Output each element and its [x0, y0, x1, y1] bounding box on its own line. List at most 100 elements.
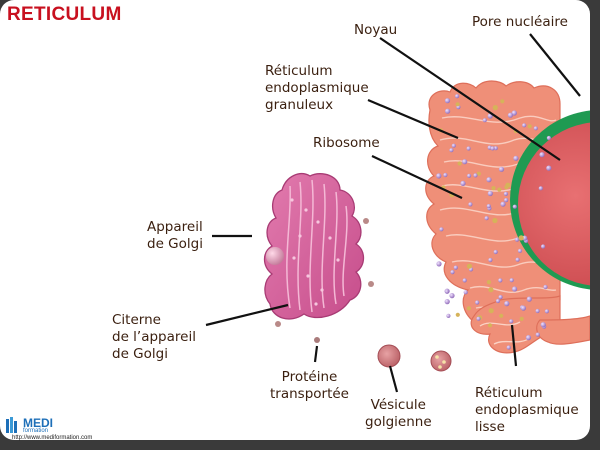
ribosome-dot — [527, 124, 532, 129]
ribosome-dot — [500, 99, 505, 104]
ribosome-dot — [450, 270, 455, 275]
ribosome-dot — [520, 305, 527, 311]
ribosome-dot — [487, 323, 493, 328]
ribosome-dot — [443, 172, 448, 178]
ribosome-dot — [511, 110, 517, 116]
ribosome-dot — [509, 319, 514, 324]
ribosome-dot — [436, 173, 442, 179]
ribosome-dot — [492, 217, 498, 224]
leader-ribosome — [371, 155, 463, 199]
label-vesicule-golgienne: Vésicule golgienne — [365, 397, 432, 430]
label-noyau: Noyau — [354, 22, 398, 38]
label-pore-nucleaire: Pore nucléaire — [472, 14, 568, 30]
ribosome-dot — [517, 248, 523, 253]
ribosome-dot — [504, 198, 509, 203]
ribosome-dot — [445, 108, 451, 114]
ribosome-dot — [513, 155, 519, 161]
ribosome-dot — [535, 332, 540, 337]
ribosome-dot — [455, 94, 460, 99]
ribosome-dot — [526, 296, 532, 302]
label-reticulum-granuleux: Réticulum endoplasmique granuleux — [265, 63, 369, 113]
ribosome-dot — [538, 186, 543, 191]
ribosome-dot — [490, 146, 495, 151]
ribosome-dot — [462, 278, 467, 283]
ribosome-dot — [466, 146, 471, 151]
ribosome-dot — [505, 182, 511, 188]
ribosome-dot — [546, 135, 552, 141]
ribosome-dot — [436, 261, 442, 267]
leader-noyau — [379, 37, 561, 161]
ribosome-dot — [460, 180, 466, 186]
ribosome-dot — [506, 345, 511, 350]
ribosome-dot — [497, 187, 502, 192]
mediformation-logo[interactable]: MEDI formation http://www.mediformation.… — [6, 417, 126, 447]
ribosome-dot — [444, 98, 451, 104]
ribosome-dot — [455, 102, 460, 107]
ribosome-dot — [482, 118, 487, 123]
ribosome-dot — [475, 300, 480, 305]
ribosome-dot — [476, 171, 481, 176]
ribosome-dot — [446, 313, 451, 318]
ribosome-dot — [473, 173, 478, 178]
ribosome-dot — [498, 166, 505, 172]
ribosome-dot — [466, 306, 471, 311]
logo-url-link[interactable]: http://www.mediformation.com — [12, 435, 93, 441]
page-title: RETICULUM — [7, 4, 122, 25]
ribosome-dot — [535, 308, 540, 314]
ribosome-dot — [486, 177, 492, 183]
ribosome-dot — [519, 316, 524, 321]
label-appareil-golgi: Appareil de Golgi — [147, 219, 203, 252]
ribosome-dot — [491, 186, 496, 191]
ribosome-dot — [493, 146, 498, 151]
golgi-vesicle — [266, 247, 284, 265]
ribosome-dot — [449, 293, 455, 299]
ribosome-dot — [493, 249, 498, 255]
ribosome-dot — [457, 161, 462, 166]
ribosome-dot — [507, 112, 513, 118]
ribosome-dot — [495, 298, 501, 304]
ribosome-dot — [543, 284, 548, 290]
ribosome-dot — [504, 301, 510, 307]
ribosome-dot — [462, 159, 468, 165]
golgi-apparatus — [263, 173, 374, 327]
leader-vesicule — [388, 365, 399, 393]
golgi-vesicle-a — [377, 344, 401, 368]
ribosome-dot — [518, 235, 524, 241]
transported-protein — [314, 337, 320, 343]
ribosome-dot — [533, 126, 538, 131]
ribosome-dot — [525, 335, 532, 341]
ribosome-dot — [514, 237, 520, 242]
ribosome-dot — [476, 316, 481, 321]
label-citerne-golgi: Citerne de l’appareil de Golgi — [112, 312, 196, 362]
ribosome-dot — [498, 278, 503, 283]
ribosome-dot — [444, 299, 450, 305]
logo-tagline: formation — [23, 428, 49, 434]
ribosome-dot — [522, 123, 527, 128]
ribosome-dot — [468, 202, 473, 207]
ribosome-dot — [488, 257, 493, 263]
label-ribosome: Ribosome — [313, 135, 380, 151]
ribosome-dot — [439, 227, 444, 232]
ribosome-dot — [503, 191, 508, 196]
logo-mark-icon — [6, 417, 17, 433]
ribosome-dot — [511, 286, 518, 292]
ribosome-dot — [484, 216, 489, 221]
label-reticulum-lisse: Réticulum endoplasmique lisse — [475, 385, 579, 435]
ribosome-dot — [541, 244, 546, 249]
ribosome-dot — [515, 257, 520, 262]
logo-brand: MEDI — [23, 416, 53, 430]
golgi-vesicle-b — [430, 350, 452, 372]
ribosome-dot — [488, 287, 494, 293]
ribosome-dot — [444, 289, 450, 294]
ribosome-dot — [467, 173, 472, 178]
ribosome-dot — [498, 295, 503, 300]
ribosome-dot — [544, 309, 550, 314]
ribosome-dot — [488, 308, 494, 314]
leader-rel — [510, 324, 518, 367]
ribosome-dot — [453, 265, 458, 270]
ribosome-group — [436, 94, 552, 350]
ribosome-dot — [492, 105, 498, 111]
ribosome-dot — [486, 204, 491, 209]
